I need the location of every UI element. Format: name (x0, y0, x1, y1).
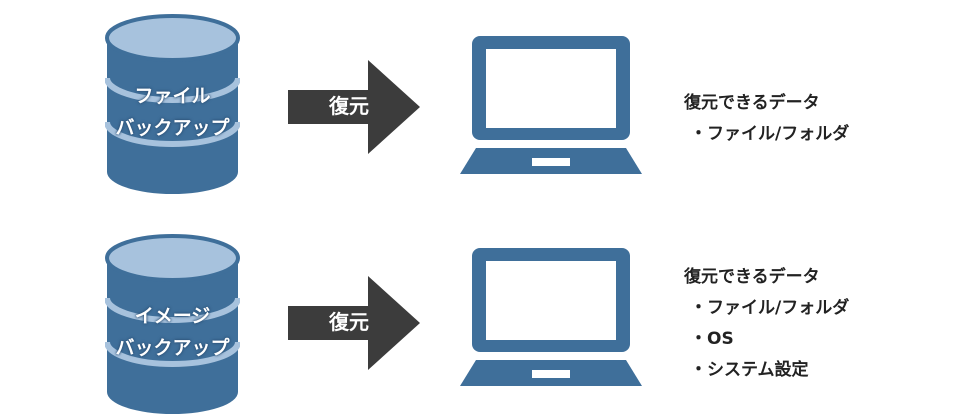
restorable-data-list: 復元できるデータ ・ファイル/フォルダ ・OS ・システム設定 (684, 262, 849, 386)
restore-arrow: 復元 (288, 276, 420, 370)
restorable-data-list: 復元できるデータ ・ファイル/フォルダ (684, 88, 849, 150)
restorable-data-item: ・ファイル/フォルダ (690, 124, 850, 144)
database-icon: ファイル バックアップ (105, 10, 240, 200)
restorable-data-title: 復元できるデータ (684, 267, 820, 287)
database-icon: イメージ バックアップ (105, 230, 240, 420)
restorable-data-item: ・ファイル/フォルダ (690, 298, 850, 318)
arrow-right-icon (288, 60, 420, 154)
backup-label-line-2: バックアップ (115, 337, 230, 359)
restore-row-image: イメージ バックアップ 復元 復元できるデータ ・ファイル/フォルダ ・OS ・… (0, 210, 970, 420)
restore-label: 復元 (329, 310, 369, 334)
backup-label-line-2: バックアップ (115, 117, 230, 139)
laptop-icon (458, 36, 644, 176)
restore-arrow: 復元 (288, 60, 420, 154)
laptop-icon (458, 248, 644, 388)
backup-label-line-1: ファイル (134, 85, 211, 107)
restorable-data-item: ・システム設定 (690, 360, 809, 380)
restorable-data-item: ・OS (690, 329, 734, 349)
restore-label: 復元 (329, 94, 369, 118)
restore-row-file: ファイル バックアップ 復元 復元できるデータ ・ファイル/フォルダ (105, 10, 849, 200)
restorable-data-title: 復元できるデータ (684, 93, 820, 113)
backup-label-line-1: イメージ (134, 305, 211, 327)
arrow-right-icon (288, 276, 420, 370)
